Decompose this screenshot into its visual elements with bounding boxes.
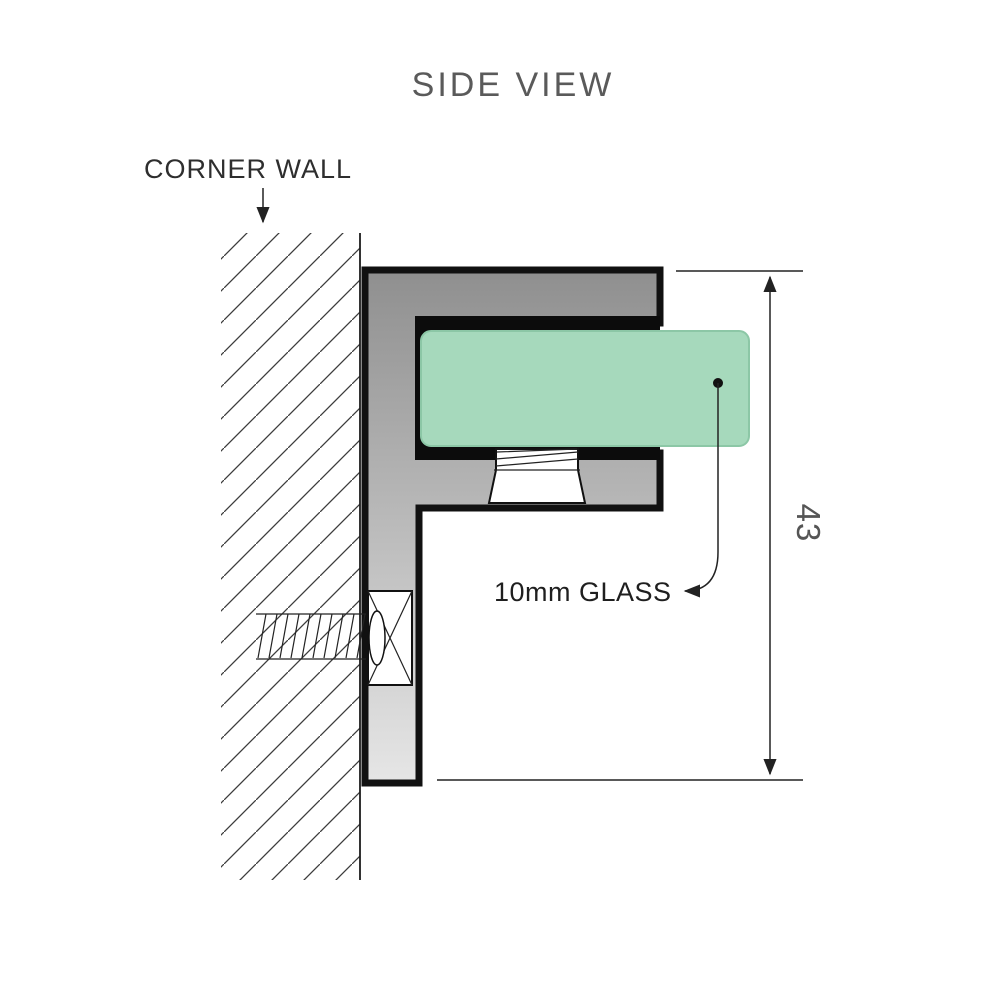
grub-screw-threads [494, 448, 580, 471]
screw-thread [256, 613, 366, 660]
glass-callout: 10mm GLASS [494, 378, 723, 607]
screw-shank-end [368, 610, 386, 666]
dimension-43: 43 [437, 270, 827, 781]
glass-panel [420, 330, 750, 447]
grub-screw [487, 448, 587, 504]
glass-label: 10mm GLASS [494, 577, 672, 607]
diagram-title: SIDE VIEW [412, 66, 615, 104]
screw-head-section-lines [367, 590, 413, 686]
glass-leader-line [683, 383, 719, 598]
corner-wall-label: CORNER WALL [144, 154, 352, 184]
wall-screw [256, 590, 413, 686]
grub-screw-body [487, 448, 587, 504]
wall-hatching [221, 233, 360, 880]
dimension-label: 43 [790, 504, 827, 543]
